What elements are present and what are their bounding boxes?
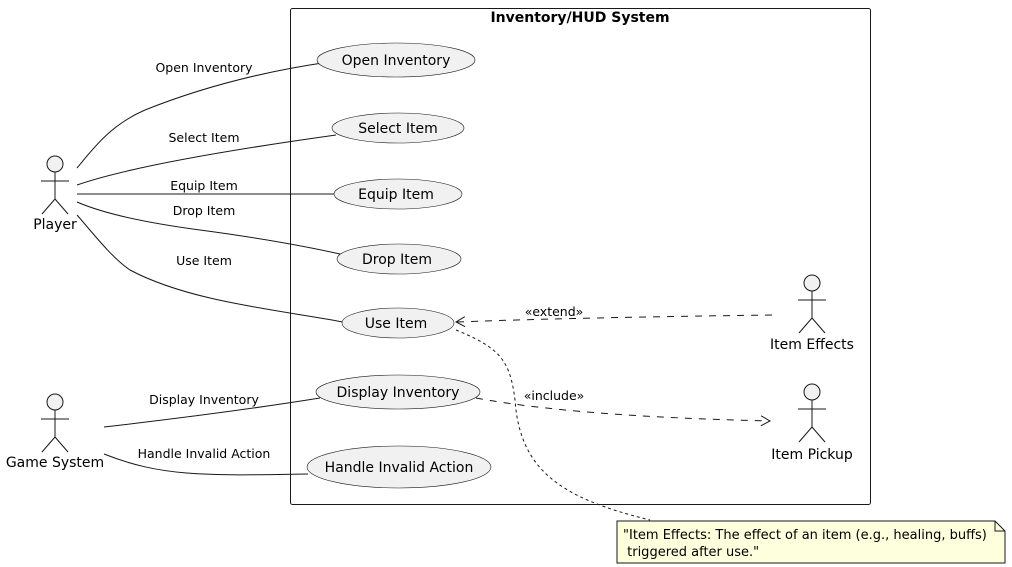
- assoc-handle-invalid-action: [103, 453, 309, 476]
- edge-label-drop-item: Drop Item: [173, 203, 236, 218]
- note-line-2: triggered after use.": [623, 545, 759, 560]
- use-case-drop-item[interactable]: Drop Item: [336, 243, 462, 275]
- use-case-select-item[interactable]: Select Item: [331, 112, 465, 144]
- note-connector: [455, 329, 651, 521]
- assoc-display-inventory: [103, 397, 321, 428]
- actor-player[interactable]: Player: [33, 155, 77, 233]
- edge-label-use-item: Use Item: [176, 253, 232, 268]
- use-case-label: Display Inventory: [337, 385, 460, 401]
- actor-label: Game System: [6, 455, 104, 471]
- assoc-drop-item: [76, 201, 341, 255]
- actor-item-effects[interactable]: Item Effects: [770, 274, 854, 353]
- system-title: Inventory/HUD System: [490, 10, 669, 26]
- edge-label-display-inventory: Display Inventory: [149, 392, 259, 407]
- use-case-label: Open Inventory: [342, 53, 451, 69]
- use-case-use-item[interactable]: Use Item: [341, 307, 455, 339]
- note-line-1: "Item Effects: The effect of an item (e.…: [623, 528, 987, 543]
- use-case-handle-invalid-action[interactable]: Handle Invalid Action: [306, 445, 492, 489]
- edge-label-extend: «extend»: [525, 304, 584, 319]
- assoc-select-item: [76, 134, 337, 186]
- system-boundary: Inventory/HUD System: [290, 8, 871, 505]
- use-case-label: Drop Item: [362, 252, 432, 268]
- actor-item-pickup[interactable]: Item Pickup: [771, 383, 853, 463]
- use-case-label: Handle Invalid Action: [325, 460, 474, 476]
- use-case-display-inventory[interactable]: Display Inventory: [315, 374, 481, 410]
- extend-arrow: [454, 314, 773, 328]
- edge-label-equip-item: Equip Item: [170, 178, 238, 193]
- note: "Item Effects: The effect of an item (e.…: [616, 520, 1006, 564]
- actor-label: Player: [33, 217, 77, 233]
- edge-label-include: «include»: [524, 388, 585, 403]
- use-case-label: Equip Item: [358, 187, 434, 203]
- use-case-label: Select Item: [358, 121, 438, 137]
- actor-label: Item Pickup: [771, 447, 853, 463]
- actor-game-system[interactable]: Game System: [6, 393, 104, 471]
- use-case-open-inventory[interactable]: Open Inventory: [316, 42, 476, 78]
- actor-label: Item Effects: [770, 337, 854, 353]
- edge-label-open-inventory: Open Inventory: [155, 60, 253, 75]
- include-arrow: [475, 397, 772, 427]
- assoc-open-inventory: [76, 61, 330, 169]
- use-case-equip-item[interactable]: Equip Item: [333, 178, 463, 210]
- edge-label-select-item: Select Item: [169, 130, 240, 145]
- assoc-use-item: [76, 214, 344, 323]
- use-case-label: Use Item: [365, 316, 427, 332]
- edge-label-handle-invalid-action: Handle Invalid Action: [138, 446, 271, 461]
